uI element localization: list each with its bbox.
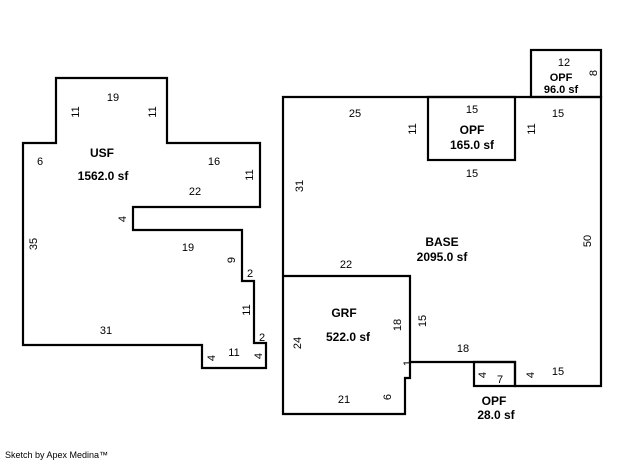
- opf-top-dim-width: 12: [558, 57, 570, 69]
- usf-dim-top: 19: [107, 92, 119, 104]
- base-dim-bottom-mid: 18: [457, 343, 469, 355]
- grf-dim-right: 18: [392, 319, 404, 331]
- grf-name: GRF: [331, 306, 356, 320]
- usf-dim-left-step: 6: [37, 156, 43, 168]
- usf-dim-upper-right: 16: [208, 156, 220, 168]
- opf-mid-name: OPF: [460, 123, 485, 137]
- grf-dim-left: 24: [292, 337, 304, 349]
- base-dim-opf-right: 11: [526, 123, 538, 134]
- grf-outline: [283, 274, 412, 362]
- base-dim-opf-bottom: 15: [466, 168, 478, 180]
- footer-credit: Sketch by Apex Medina™: [5, 450, 108, 460]
- usf-dim-inner-top: 22: [189, 186, 201, 198]
- usf-dim-bottom: 31: [100, 325, 112, 337]
- opf-top-dim-height: 8: [588, 70, 600, 76]
- base-dim-opf-top: 15: [466, 104, 478, 116]
- grf-area: 522.0 sf: [326, 330, 371, 344]
- opf-mid-outline: [426, 95, 517, 162]
- opf-mid-area: 165.0 sf: [450, 138, 495, 152]
- usf-dim-right-notch: 11: [147, 106, 159, 117]
- grf-dim-bottom-right: 6: [382, 394, 394, 400]
- usf-area: 1562.0 sf: [78, 169, 130, 183]
- usf-dim-left: 35: [28, 238, 40, 250]
- base-dim-grf-top: 22: [340, 259, 352, 271]
- usf-dim-inner-notch: 4: [117, 216, 129, 222]
- grf-dim-bottom: 21: [338, 394, 350, 406]
- grf-dim-jog: 1: [402, 360, 414, 366]
- base-area: 2095.0 sf: [417, 250, 469, 264]
- opf-bottom-outline: [472, 360, 517, 388]
- usf-dim-inner-bottom: 19: [182, 242, 194, 254]
- usf-dim-right-lower: 11: [241, 304, 253, 315]
- usf-dim-right-mid: 9: [226, 257, 238, 263]
- base-name: BASE: [425, 235, 458, 249]
- usf-dim-right-upper: 11: [244, 169, 256, 180]
- usf-dim-bottom-notch-left: 4: [206, 355, 218, 361]
- base-dim-opf-bottom-right: 4: [525, 372, 537, 378]
- usf-dim-bottom-notch: 11: [228, 347, 239, 359]
- usf-dim-step-1: 2: [247, 268, 253, 280]
- opf-top-outline: [529, 48, 603, 99]
- opf-top-area: 96.0 sf: [544, 84, 579, 96]
- base-dim-grf-right: 15: [417, 315, 429, 327]
- usf-dim-left-notch: 11: [70, 106, 82, 117]
- base-dim-bottom-right: 15: [552, 366, 564, 378]
- opf-bottom-area: 28.0 sf: [477, 408, 515, 422]
- base-dim-top-right: 15: [552, 108, 564, 120]
- base-dim-top-left: 25: [349, 108, 361, 120]
- opf-bottom-dim-width: 7: [497, 374, 503, 386]
- usf-dim-bottom-notch-right: 4: [253, 353, 265, 359]
- usf-dim-step-2: 2: [259, 332, 265, 344]
- opf-bottom-dim-height: 4: [477, 372, 489, 378]
- opf-bottom-name: OPF: [482, 394, 507, 408]
- usf-name: USF: [90, 146, 114, 160]
- base-dim-opf-left: 11: [407, 123, 419, 134]
- opf-top-name: OPF: [550, 72, 573, 84]
- usf-outline: [21, 76, 268, 370]
- base-dim-right: 50: [582, 235, 594, 247]
- base-dim-left: 31: [294, 180, 306, 192]
